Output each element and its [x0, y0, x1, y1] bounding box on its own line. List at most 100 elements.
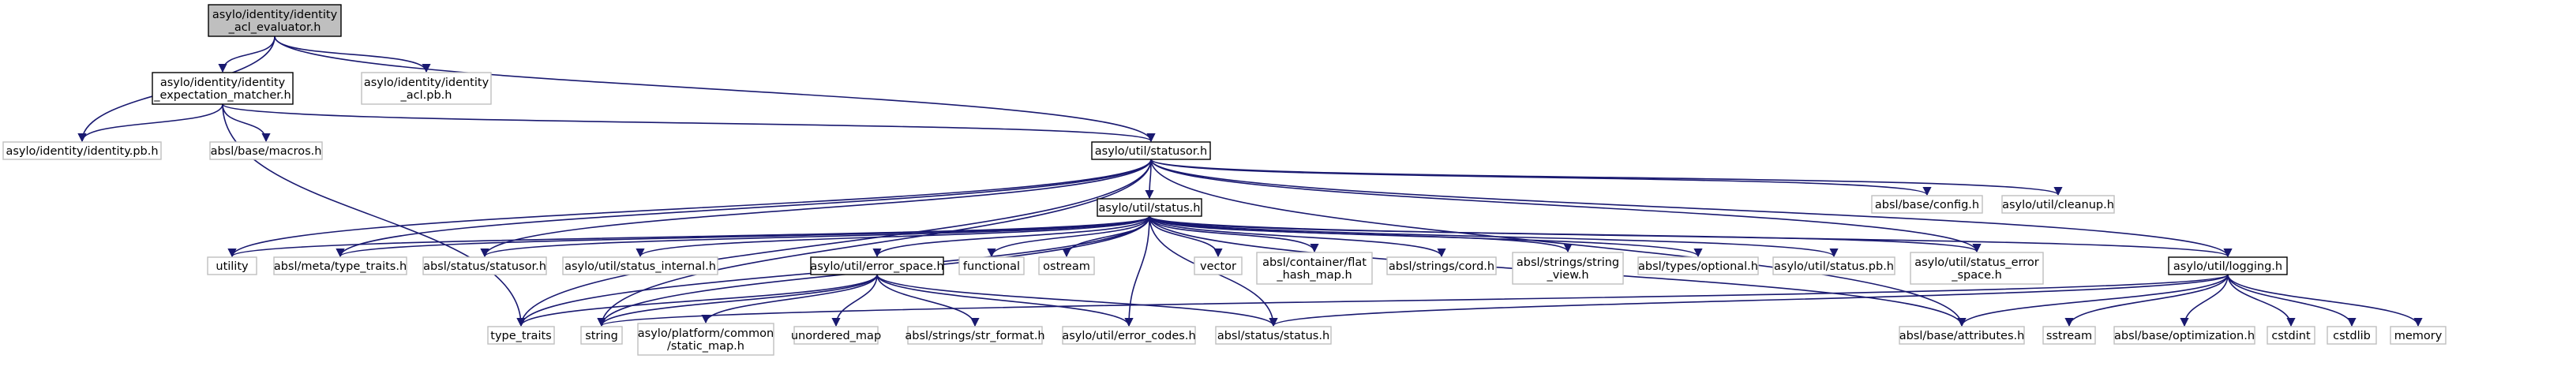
edge-logging-to-memory — [2227, 274, 2423, 327]
node-logging[interactable]: asylo/util/logging.h — [2168, 256, 2288, 275]
node-optimization[interactable]: absl/base/optimization.h — [2113, 326, 2255, 345]
node-box — [152, 72, 294, 105]
edge-logging-to-cstdint — [2227, 274, 2296, 327]
node-error-space[interactable]: asylo/util/error_space.h — [810, 256, 944, 275]
node-label-line: absl/strings/str_format.h — [905, 330, 1044, 342]
node-absl-status[interactable]: absl/status/status.h — [1215, 326, 1332, 345]
edge-status-to-optional — [1149, 215, 1703, 258]
node-label-line: _view.h — [1546, 269, 1588, 282]
node-box — [2113, 326, 2255, 345]
node-label-line: asylo/identity/identity — [160, 77, 286, 89]
edge-acl-evaluator-to-statusor — [274, 36, 1156, 143]
node-cleanup[interactable]: asylo/util/cleanup.h — [2001, 195, 2115, 214]
edge-expectation-matcher-to-statusor — [222, 103, 1156, 143]
edge-logging-to-string — [598, 274, 2229, 327]
node-functional[interactable]: functional — [958, 256, 1025, 275]
node-layer: asylo/identity/identity_acl_evaluator.ha… — [2, 4, 2447, 356]
edge-status-to-status-statusor — [480, 215, 1150, 258]
node-box — [207, 256, 257, 275]
node-identity-pb[interactable]: asylo/identity/identity.pb.h — [2, 141, 162, 160]
node-status-error-space[interactable]: asylo/util/status_error_space.h — [1910, 252, 2044, 285]
node-box — [958, 256, 1025, 275]
node-label-line: _hash_map.h — [1276, 269, 1352, 282]
edge-statusor-to-status-statusor — [480, 159, 1152, 258]
node-label-line: _space.h — [1951, 269, 2002, 282]
edge-error-space-to-string — [597, 274, 878, 327]
node-memory[interactable]: memory — [2390, 326, 2447, 345]
node-status-internal[interactable]: asylo/util/status_internal.h — [562, 256, 718, 275]
node-box — [2267, 326, 2315, 345]
node-box — [1637, 256, 1759, 275]
node-label-line: asylo/util/status.pb.h — [1774, 260, 1894, 273]
node-string[interactable]: string — [580, 326, 623, 345]
node-box — [2168, 256, 2288, 275]
edge-statusor-to-type-traits — [516, 159, 1152, 327]
node-box — [810, 256, 944, 275]
node-str-format[interactable]: absl/strings/str_format.h — [905, 326, 1045, 345]
node-label-line: memory — [2394, 330, 2443, 342]
node-identity-acl-pb[interactable]: asylo/identity/identity_acl.pb.h — [361, 72, 492, 105]
node-label-line: asylo/util/status.h — [1099, 202, 1201, 215]
node-string-view[interactable]: absl/strings/string_view.h — [1512, 252, 1624, 285]
node-box — [1910, 252, 2044, 285]
edge-error-space-to-static-map — [701, 274, 878, 324]
node-label-line: asylo/identity/identity — [364, 77, 489, 89]
node-label-line: string — [585, 330, 618, 342]
node-box — [1899, 326, 2025, 345]
node-cstdlib[interactable]: cstdlib — [2327, 326, 2377, 345]
node-box — [1512, 252, 1624, 285]
node-ostream[interactable]: ostream — [1038, 256, 1095, 275]
edge-statusor-to-status — [1145, 159, 1154, 200]
node-optional[interactable]: absl/types/optional.h — [1637, 256, 1759, 275]
node-error-codes[interactable]: asylo/util/error_codes.h — [1062, 326, 1196, 345]
node-macros[interactable]: absl/base/macros.h — [209, 141, 323, 160]
node-box — [208, 4, 342, 37]
node-cord[interactable]: absl/strings/cord.h — [1386, 256, 1497, 275]
node-box — [1215, 326, 1332, 345]
node-box — [637, 323, 774, 356]
node-statusor[interactable]: asylo/util/statusor.h — [1091, 141, 1211, 160]
node-vector[interactable]: vector — [1194, 256, 1243, 275]
node-box — [1871, 195, 1983, 214]
node-label-line: type_traits — [490, 330, 551, 342]
node-status-pb[interactable]: asylo/util/status.pb.h — [1772, 256, 1895, 275]
node-box — [2390, 326, 2447, 345]
node-sstream[interactable]: sstream — [2042, 326, 2096, 345]
edge-error-space-to-absl-status — [876, 274, 1278, 327]
edge-logging-to-optimization — [2180, 274, 2229, 327]
node-label-line: absl/status/status.h — [1217, 330, 1329, 342]
node-type-traits[interactable]: type_traits — [487, 326, 555, 345]
node-box — [580, 326, 623, 345]
node-label-line: asylo/platform/common — [638, 327, 774, 340]
node-box — [273, 256, 407, 275]
node-label-line: /static_map.h — [667, 340, 744, 353]
node-label-line: asylo/util/error_codes.h — [1062, 330, 1195, 342]
edge-layer — [77, 36, 2423, 327]
edge-statusor-to-attributes — [1150, 159, 1967, 327]
node-label-line: absl/meta/type_traits.h — [274, 260, 407, 273]
node-box — [1386, 256, 1497, 275]
edge-status-to-status-pb — [1149, 215, 1839, 258]
node-acl-evaluator[interactable]: asylo/identity/identity_acl_evaluator.h — [208, 4, 342, 37]
node-flat-hash-map[interactable]: absl/container/flat_hash_map.h — [1256, 252, 1373, 285]
node-cstdint[interactable]: cstdint — [2267, 326, 2315, 345]
node-status-statusor[interactable]: absl/status/statusor.h — [422, 256, 547, 275]
node-status[interactable]: asylo/util/status.h — [1097, 198, 1202, 217]
edge-statusor-to-utility — [227, 159, 1152, 258]
node-expectation-matcher[interactable]: asylo/identity/identity_expectation_matc… — [152, 72, 294, 105]
node-attributes[interactable]: absl/base/attributes.h — [1899, 326, 2025, 345]
node-type-traits-meta[interactable]: absl/meta/type_traits.h — [273, 256, 407, 275]
node-label-line: asylo/util/logging.h — [2173, 260, 2282, 273]
node-box — [2327, 326, 2377, 345]
node-unordered-map[interactable]: unordered_map — [791, 326, 881, 345]
node-static-map[interactable]: asylo/platform/common/static_map.h — [637, 323, 774, 356]
node-label-line: sstream — [2046, 330, 2092, 342]
node-box — [562, 256, 718, 275]
edge-status-to-cord — [1149, 215, 1446, 258]
edge-status-to-status-internal — [636, 215, 1150, 258]
edge-logging-to-sstream — [2064, 274, 2229, 327]
node-config[interactable]: absl/base/config.h — [1871, 195, 1983, 214]
node-box — [2001, 195, 2115, 214]
node-utility[interactable]: utility — [207, 256, 257, 275]
node-label-line: asylo/util/cleanup.h — [2002, 199, 2114, 211]
